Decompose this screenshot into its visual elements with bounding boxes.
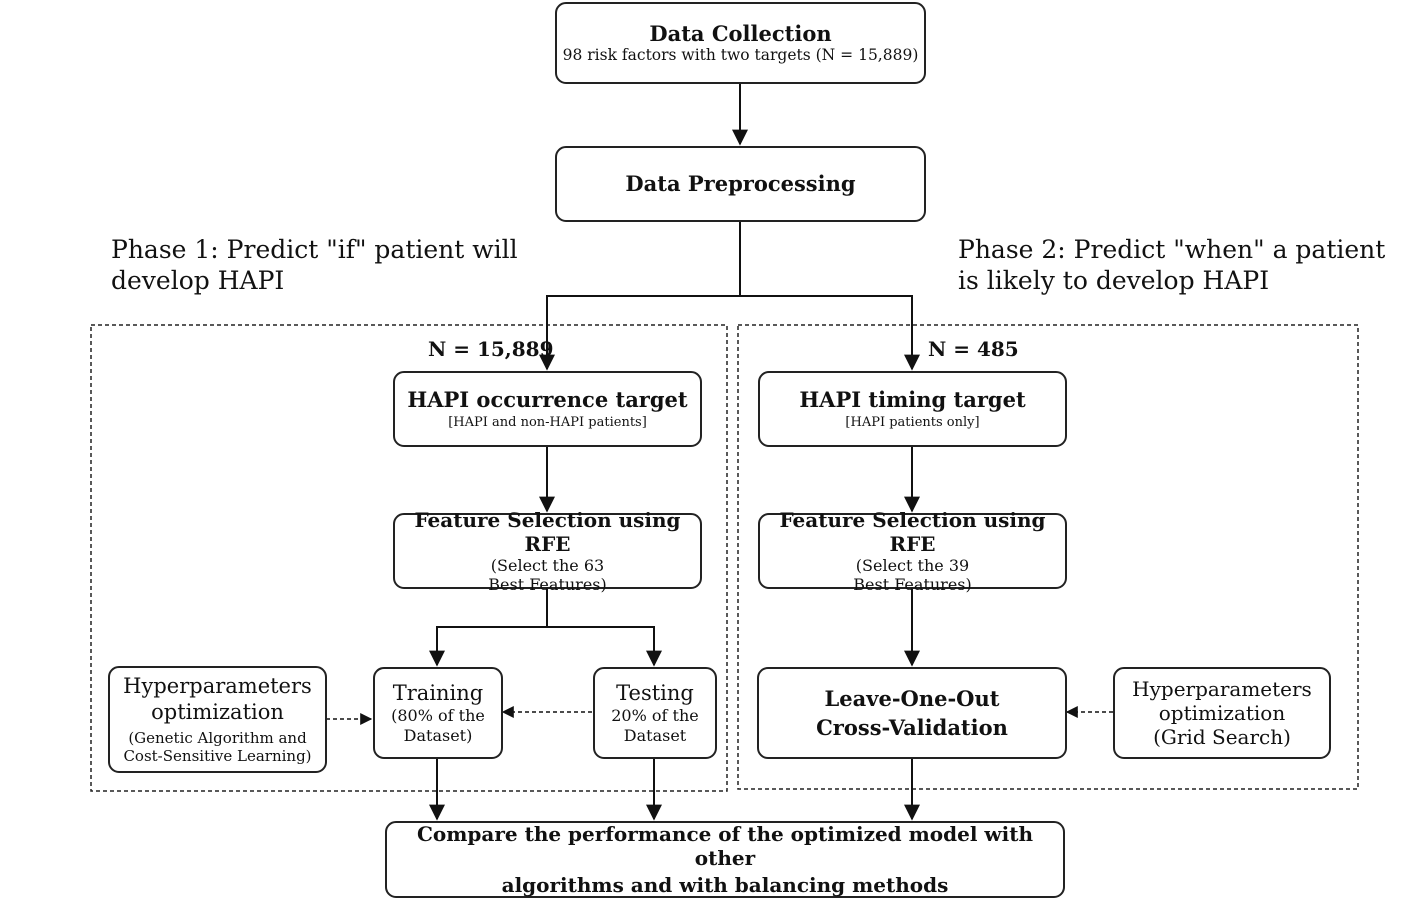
edge-split-to-timing xyxy=(740,295,920,371)
testing-title: Testing xyxy=(616,681,694,706)
n-phase2-label: N = 485 xyxy=(928,337,1019,361)
phase2-label-line1: Phase 2: Predict "when" a patient xyxy=(958,235,1386,264)
node-compare: Compare the performance of the optimized… xyxy=(385,821,1065,898)
phase2-label-line2: is likely to develop HAPI xyxy=(958,266,1270,296)
phase1-label-line1: Phase 1: Predict "if" patient will xyxy=(111,235,518,264)
node-data-collection: Data Collection 98 risk factors with two… xyxy=(555,2,926,84)
testing-line2: Dataset xyxy=(623,725,687,745)
hyperparams-1-line1: (Genetic Algorithm and xyxy=(128,728,307,747)
compare-line2: algorithms and with balancing methods xyxy=(501,873,949,897)
hyperparams-1-line2: Cost-Sensitive Learning) xyxy=(123,746,312,765)
data-collection-title: Data Collection xyxy=(649,21,832,47)
hyperparams-2-line2: optimization xyxy=(1158,701,1286,725)
edge-fs1-to-training xyxy=(429,626,547,667)
node-training: Training (80% of the Dataset) xyxy=(373,667,503,759)
training-line2: Dataset) xyxy=(403,725,473,745)
occurrence-target-subtitle: [HAPI and non-HAPI patients] xyxy=(448,415,647,431)
feature-selection-1-title: Feature Selection using RFE xyxy=(414,507,681,556)
phase1-group-border xyxy=(90,324,728,792)
node-feature-selection-2: Feature Selection using RFE (Select the … xyxy=(758,508,1067,594)
feature-selection-2-line2: Best Features) xyxy=(853,575,972,594)
phase1-label: Phase 1: Predict "if" patient will devel… xyxy=(111,234,531,297)
compare-line1: Compare the performance of the optimized… xyxy=(417,822,1033,870)
node-timing-target: HAPI timing target [HAPI patients only] xyxy=(758,371,1067,447)
training-line1: (80% of the xyxy=(391,706,485,726)
phase2-label: Phase 2: Predict "when" a patient is lik… xyxy=(958,234,1398,297)
node-feature-selection-1: Feature Selection using RFE (Select the … xyxy=(393,508,702,594)
feature-selection-2-title: Feature Selection using RFE xyxy=(779,507,1046,556)
feature-selection-1-line2: Best Features) xyxy=(488,575,607,594)
hyperparams-2-line3: (Grid Search) xyxy=(1153,725,1291,749)
node-hyperparams-2: Hyperparameters optimization (Grid Searc… xyxy=(1113,667,1331,759)
feature-selection-1-line1: (Select the 63 xyxy=(490,555,605,575)
node-testing: Testing 20% of the Dataset xyxy=(593,667,717,759)
data-collection-subtitle: 98 risk factors with two targets (N = 15… xyxy=(562,46,919,65)
hyperparams-1-title1: Hyperparameters xyxy=(123,674,312,699)
edge-split-to-occurrence xyxy=(539,295,740,371)
data-preprocessing-title: Data Preprocessing xyxy=(625,171,856,197)
timing-target-subtitle: [HAPI patients only] xyxy=(845,415,980,431)
loocv-line2: Cross-Validation xyxy=(816,715,1008,740)
node-data-preprocessing: Data Preprocessing xyxy=(555,146,926,222)
occurrence-target-title: HAPI occurrence target xyxy=(407,387,688,413)
node-loocv: Leave-One-Out Cross-Validation xyxy=(757,667,1067,759)
edge-fs1-to-testing xyxy=(547,626,662,667)
training-title: Training xyxy=(392,681,484,706)
testing-line1: 20% of the xyxy=(611,706,699,726)
feature-selection-2-line1: (Select the 39 xyxy=(855,555,970,575)
timing-target-title: HAPI timing target xyxy=(799,387,1026,413)
phase1-label-line2: develop HAPI xyxy=(111,266,285,296)
node-occurrence-target: HAPI occurrence target [HAPI and non-HAP… xyxy=(393,371,702,447)
n-phase1-label: N = 15,889 xyxy=(428,337,554,361)
hyperparams-1-title2: optimization xyxy=(151,699,284,724)
phase2-group-border xyxy=(737,324,1359,790)
hyperparams-2-line1: Hyperparameters xyxy=(1132,677,1312,701)
loocv-line1: Leave-One-Out xyxy=(824,685,1000,711)
node-hyperparams-1: Hyperparameters optimization (Genetic Al… xyxy=(108,666,327,773)
